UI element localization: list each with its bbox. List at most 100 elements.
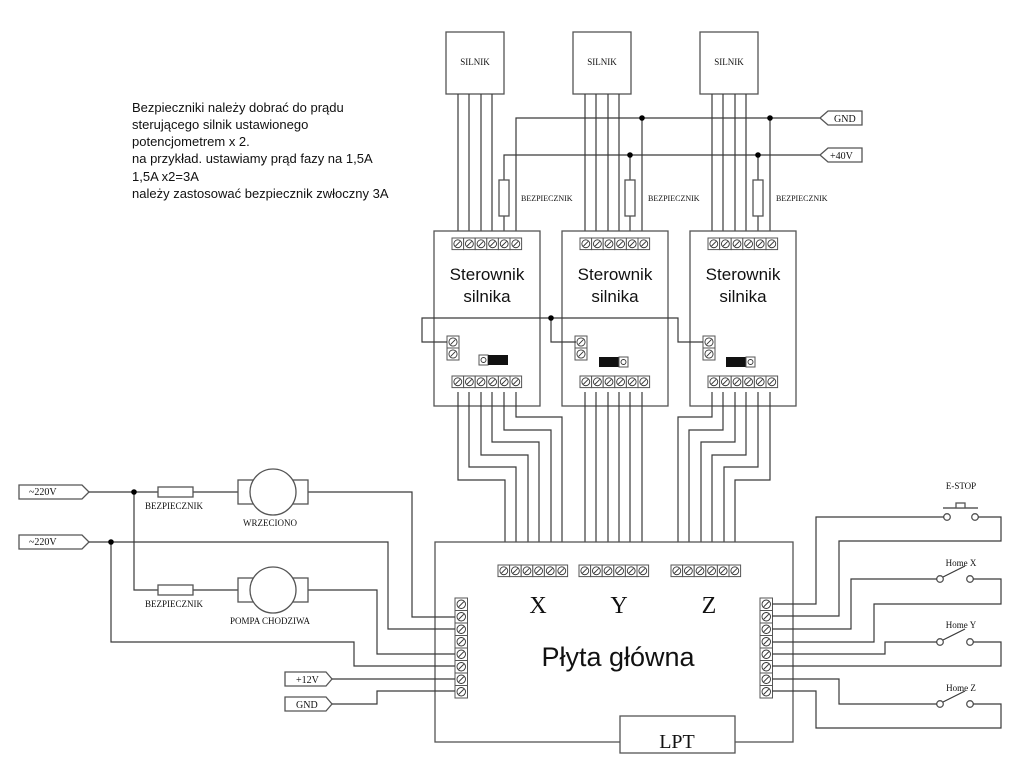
screw-terminal	[454, 647, 468, 661]
note-line: sterującego silnik ustawionego	[132, 117, 308, 132]
screw-terminal	[625, 237, 639, 251]
screw-terminal	[579, 375, 593, 389]
v12-input: +12V	[284, 671, 333, 687]
screw-terminal	[614, 237, 627, 251]
screw-terminal	[702, 347, 716, 361]
axis-label-z: Z	[702, 593, 717, 619]
screw-terminal	[463, 375, 476, 389]
svg-text:Home Y: Home Y	[946, 620, 977, 630]
screw-terminal	[497, 564, 511, 578]
screw-terminal	[486, 375, 499, 389]
screw-terminal	[474, 375, 488, 389]
screw-terminal	[451, 375, 465, 389]
mains-section: ~220V ~220V BEZPIECZNIK BEZPIECZNIK WRZE…	[18, 468, 455, 712]
home-y-switch-icon: Home Y	[936, 620, 977, 646]
screw-terminal	[753, 375, 767, 389]
screw-terminal	[765, 237, 779, 251]
dip-switch-icon	[478, 354, 508, 366]
screw-terminal	[759, 672, 773, 686]
estop-button-icon: E-STOP	[943, 481, 979, 521]
svg-text:WRZECIONO: WRZECIONO	[243, 518, 297, 528]
fuse-label: BEZPIECZNIK	[776, 194, 828, 203]
driver-title: Sterownik	[450, 265, 525, 284]
pump-motor-icon: POMPA CHODZIWA	[230, 566, 310, 626]
screw-terminal	[446, 347, 460, 361]
screw-terminal	[454, 622, 468, 636]
screw-terminal	[759, 622, 773, 636]
motor-z: SILNIK	[699, 31, 759, 238]
note-line: należy zastosować bezpiecznik zwłoczny 3…	[132, 186, 389, 201]
spindle-motor-icon: WRZECIONO	[237, 468, 309, 528]
screw-terminal	[759, 597, 773, 611]
screw-terminal	[730, 237, 744, 251]
board-terminals	[454, 564, 773, 699]
screw-terminal	[486, 237, 499, 251]
note-line: Bezpieczniki należy dobrać do prądu	[132, 100, 344, 115]
svg-text:GND: GND	[296, 700, 318, 711]
lpt-port: LPT	[619, 715, 736, 754]
screw-terminal	[463, 237, 476, 251]
fuse-label: BEZPIECZNIK	[648, 194, 700, 203]
screw-terminal	[765, 375, 779, 389]
mains-input-1: ~220V	[18, 484, 90, 500]
screw-terminal	[532, 564, 545, 578]
mains-input-2: ~220V	[18, 534, 90, 550]
screw-terminal	[759, 647, 773, 661]
screw-terminal	[707, 237, 721, 251]
screw-terminal	[520, 564, 534, 578]
fuse-label: BEZPIECZNIK	[521, 194, 573, 203]
screw-terminal	[753, 237, 767, 251]
driver-subtitle: silnika	[719, 287, 767, 306]
fuse-icon	[157, 486, 194, 498]
screw-terminal	[590, 564, 603, 578]
screw-terminal	[759, 610, 773, 624]
svg-text:Home X: Home X	[946, 558, 977, 568]
screw-terminal	[601, 564, 615, 578]
svg-text:~220V: ~220V	[29, 487, 57, 498]
screw-terminal	[742, 237, 755, 251]
driver-subtitle: silnika	[591, 287, 639, 306]
screw-terminal	[624, 564, 638, 578]
screw-terminal	[637, 237, 651, 251]
limit-switches: E-STOP Home X Home Y Home Z	[772, 481, 1002, 729]
screw-terminal	[728, 564, 742, 578]
screw-terminal	[636, 564, 650, 578]
svg-text:E-STOP: E-STOP	[946, 481, 976, 491]
v40-rail-label: +40V	[819, 147, 863, 163]
gnd-rail-label: GND	[819, 110, 863, 126]
screw-terminal	[509, 564, 522, 578]
screw-terminal	[693, 564, 707, 578]
screw-terminal	[682, 564, 695, 578]
svg-text:GND: GND	[834, 114, 856, 125]
screw-terminal	[759, 685, 773, 699]
screw-terminal	[509, 375, 523, 389]
driver-subtitle: silnika	[463, 287, 511, 306]
screw-terminal	[509, 237, 523, 251]
driver-to-board-wiring	[457, 392, 771, 568]
screw-terminal	[730, 375, 744, 389]
note-line: 1,5A x2=3A	[132, 169, 199, 184]
screw-terminal	[719, 237, 732, 251]
svg-text:+40V: +40V	[830, 151, 854, 162]
motor-y: SILNIK	[572, 31, 632, 238]
screw-terminal	[759, 660, 773, 674]
screw-terminal	[742, 375, 755, 389]
screw-terminal	[454, 635, 468, 649]
fuse-label: BEZPIECZNIK	[145, 599, 203, 609]
screw-terminal	[759, 635, 773, 649]
screw-terminal	[454, 610, 468, 624]
dip-switch-icon	[726, 356, 756, 368]
screw-terminal	[591, 237, 604, 251]
home-z-switch-icon: Home Z	[936, 683, 976, 708]
screw-terminal	[555, 564, 569, 578]
screw-terminal	[613, 564, 626, 578]
svg-text:+12V: +12V	[296, 675, 320, 686]
screw-terminal	[497, 375, 511, 389]
screw-terminal	[719, 375, 732, 389]
driver-title: Sterownik	[578, 265, 653, 284]
screw-terminal	[702, 335, 716, 349]
screw-terminal	[497, 237, 511, 251]
screw-terminal	[574, 335, 588, 349]
